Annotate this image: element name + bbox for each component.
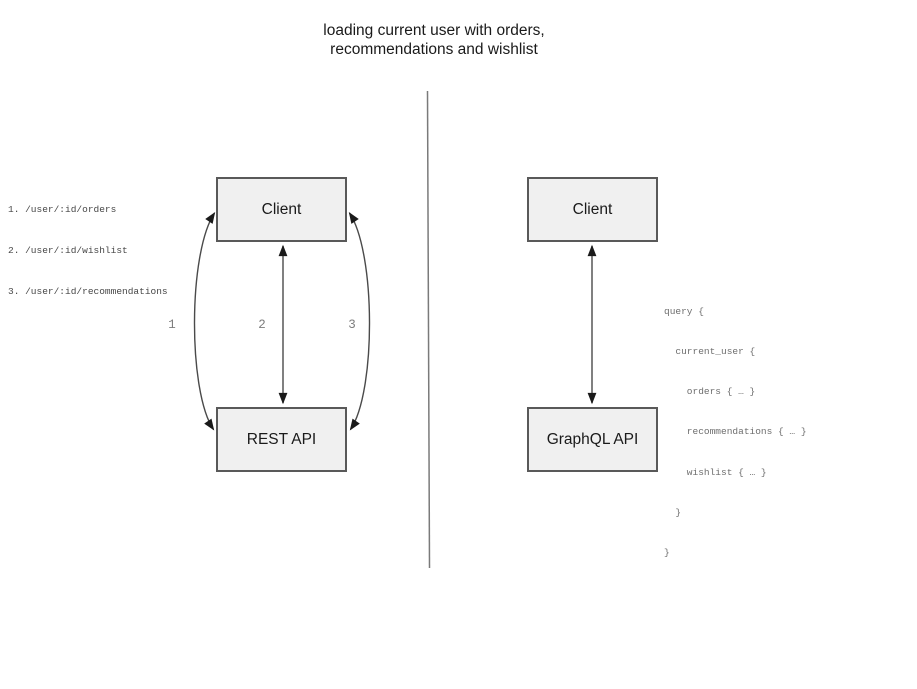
graphql-query-line: }	[664, 506, 682, 518]
diagram-title: loading current user with orders, recomm…	[323, 21, 544, 59]
graphql-api-label: GraphQL API	[546, 430, 639, 448]
graphql-client-label: Client	[572, 200, 613, 218]
graphql-query-line: query {	[664, 305, 704, 317]
graphql-query-line: current_user {	[664, 346, 756, 358]
rest-arrow-label-1: 1	[168, 318, 176, 332]
rest-endpoint-recommendations: 3. /user/:id/recommendations	[8, 285, 168, 297]
graphql-api-box: GraphQL API	[527, 407, 658, 472]
rest-arrow-1-curve	[193, 211, 216, 431]
rest-api-box: REST API	[216, 407, 347, 472]
graphql-query-line: recommendations { … }	[664, 426, 807, 438]
graphql-client-box: Client	[527, 177, 658, 242]
rest-endpoint-list: 1. /user/:id/orders 2. /user/:id/wishlis…	[8, 176, 168, 326]
graphql-query-line: wishlist { … }	[664, 466, 767, 478]
graphql-query-line: }	[664, 547, 670, 559]
rest-client-box: Client	[216, 177, 347, 242]
rest-arrow-label-3: 3	[348, 318, 356, 332]
diagram-title-line2: recommendations and wishlist	[330, 41, 538, 58]
diagram-title-line1: loading current user with orders,	[323, 22, 545, 39]
graphql-query-snippet: query { current_user { orders { … } reco…	[664, 278, 807, 586]
rest-client-label: Client	[261, 200, 302, 218]
rest-endpoint-wishlist: 2. /user/:id/wishlist	[8, 244, 128, 256]
rest-api-label: REST API	[246, 430, 317, 448]
graphql-query-line: orders { … }	[664, 386, 756, 398]
panel-divider	[426, 90, 431, 569]
rest-endpoint-orders: 1. /user/:id/orders	[8, 204, 117, 216]
rest-arrow-label-2: 2	[258, 318, 266, 332]
